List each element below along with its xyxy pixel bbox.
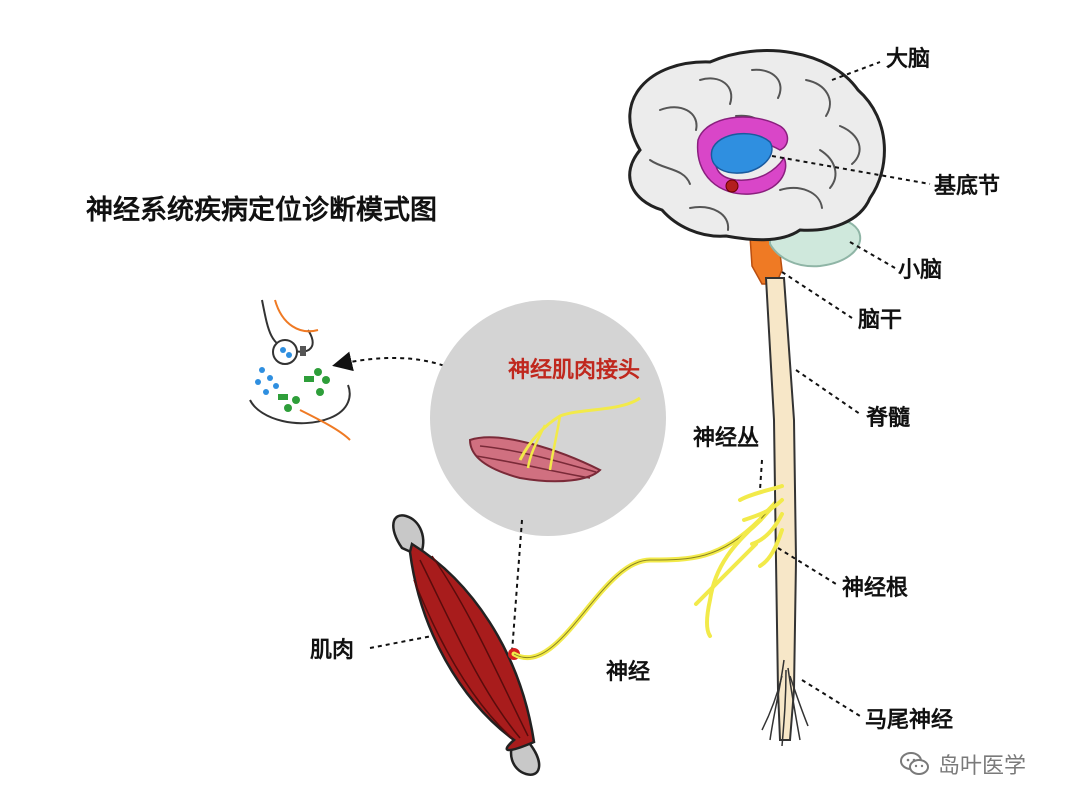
label-spinal-cord: 脊髓 [866, 406, 911, 431]
basal-ganglia-shape [696, 116, 789, 195]
label-brain: 大脑 [886, 47, 931, 72]
label-plexus: 神经丛 [693, 426, 760, 451]
label-muscle: 肌肉 [310, 638, 355, 663]
diagram-title: 神经系统疾病定位诊断模式图 [86, 195, 437, 226]
label-neuromuscular-junction: 神经肌肉接头 [508, 358, 641, 383]
spinal-cord-shape [764, 277, 798, 741]
watermark-text: 岛叶医学 [938, 754, 1027, 779]
zoom-leader [511, 519, 523, 653]
label-cerebellum: 小脑 [898, 258, 943, 283]
label-cauda-equina: 马尾神经 [865, 708, 954, 733]
nmj-zoom [430, 300, 666, 536]
muscle-shape [392, 514, 541, 776]
leader-lines [369, 61, 931, 717]
plexus-shape [694, 484, 784, 638]
label-basal-ganglia: 基底节 [934, 174, 1001, 199]
synapse-inset [249, 299, 351, 441]
label-nerve: 神经 [606, 660, 651, 685]
watermark: 岛叶医学 [900, 748, 1026, 780]
wechat-icon [900, 752, 929, 775]
cauda-equina-shape [761, 659, 809, 747]
label-brainstem: 脑干 [858, 308, 903, 333]
label-nerve-root: 神经根 [842, 576, 909, 601]
